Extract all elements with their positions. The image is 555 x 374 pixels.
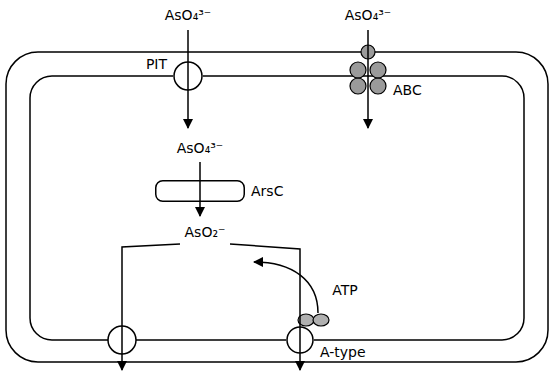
- shape-outline: [155, 180, 245, 202]
- reduction-arrow: [199, 162, 201, 216]
- part-label: PIT: [146, 56, 167, 73]
- enzyme-box: [156, 181, 245, 202]
- shape-outline: [286, 326, 314, 354]
- energy-label: ATP: [332, 282, 357, 299]
- chemical-formula: AsO₄³⁻: [177, 140, 224, 157]
- abc-subunit: [350, 78, 366, 94]
- part-label: A-type: [320, 344, 366, 361]
- atpase-subunit: [313, 314, 329, 326]
- enzyme-box: ArsC: [155, 180, 245, 202]
- abc-subunit: [350, 62, 366, 78]
- part-label: ABC: [393, 82, 422, 99]
- transporter-circle: A-type: [286, 326, 314, 354]
- abc-subunit: [370, 78, 386, 94]
- atp-arrow: [254, 262, 318, 313]
- outer-membrane: [6, 52, 548, 362]
- chemical-formula: AsO₄³⁻: [165, 7, 212, 24]
- abc-subunit: [350, 78, 366, 94]
- chemical-formula: AsO₂⁻: [185, 224, 226, 241]
- abc-subunit: [370, 62, 386, 78]
- abc-subunit: [370, 78, 386, 94]
- part-label: ArsC: [251, 183, 283, 200]
- transporter-circle: PIT: [173, 61, 203, 91]
- abc-transporter: ABC: [349, 44, 387, 96]
- abc-subunit: [370, 62, 386, 78]
- shape-outline: [349, 44, 387, 96]
- transporter-circle: [287, 327, 313, 353]
- chemical-formula: AsO₄³⁻: [345, 7, 392, 24]
- uptake-arrow: [187, 30, 189, 128]
- efflux-arrow: [122, 244, 180, 370]
- transporter-circle: [174, 62, 202, 90]
- abc-subunit: [350, 62, 366, 78]
- inner-membrane: [30, 76, 524, 340]
- shape-outline: [173, 61, 203, 91]
- abc-subunit: [361, 45, 375, 59]
